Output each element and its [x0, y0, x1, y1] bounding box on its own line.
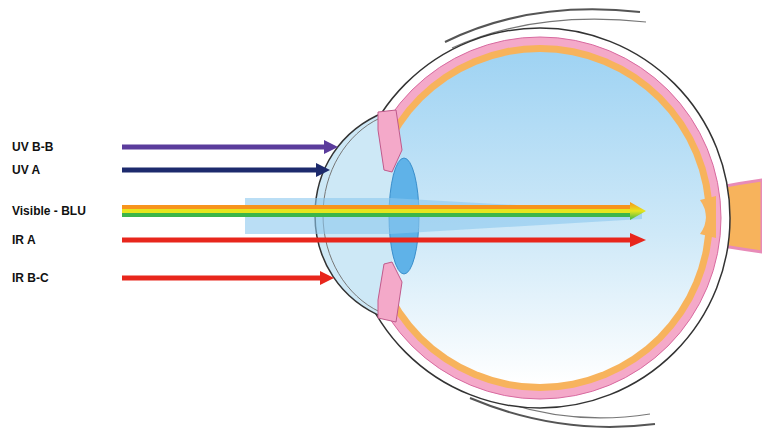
- uva-arrow: [122, 168, 318, 173]
- wavelength-label: UV B-B: [12, 140, 53, 154]
- wavelength-label: Visible - BLU: [12, 204, 86, 218]
- iris: [378, 262, 402, 322]
- ira-arrowhead: [630, 233, 646, 247]
- optic-disc: [700, 196, 716, 238]
- irbc-arrowhead: [320, 271, 334, 285]
- uvb-arrow: [122, 145, 326, 150]
- ira-arrow: [122, 238, 632, 243]
- visible-arrow: [122, 205, 632, 209]
- wavelength-label: IR B-C: [12, 271, 49, 285]
- wavelength-label: IR A: [12, 233, 36, 247]
- visible-arrow: [122, 209, 632, 213]
- visible-arrowhead: [630, 202, 646, 220]
- irbc-arrow: [122, 276, 322, 281]
- uvb-arrowhead: [324, 140, 338, 154]
- wavelength-label: UV A: [12, 163, 40, 177]
- visible-arrow: [122, 213, 632, 217]
- uva-arrowhead: [316, 163, 330, 177]
